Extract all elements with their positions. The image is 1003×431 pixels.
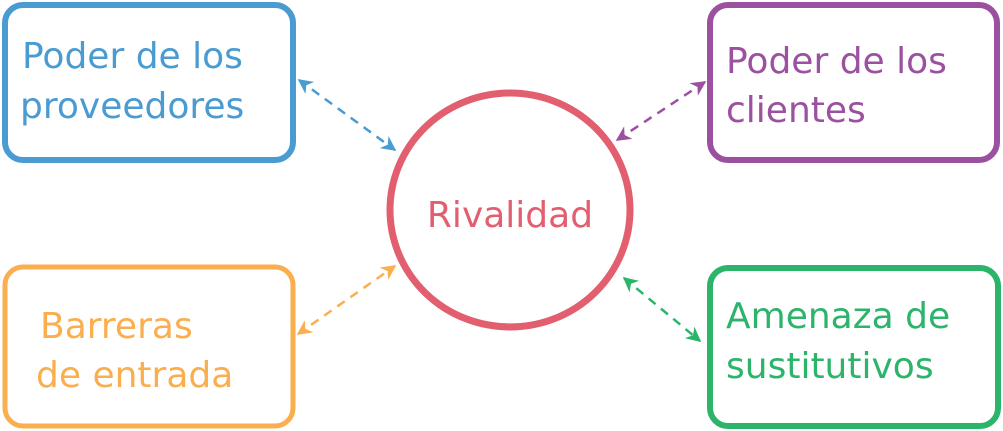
arrow-substitutes-rivalry [622,277,702,342]
customers-label: Poder de los clientes [726,41,958,131]
suppliers-label: Poder de los proveedores [20,36,254,127]
arrow-customers-rivalry [615,80,707,142]
arrow-suppliers-rivalry [297,78,397,152]
node-suppliers: Poder de los proveedores [2,2,296,163]
suppliers-box [2,2,296,163]
node-customers: Poder de los clientes [707,2,1000,163]
barriers-box [2,264,296,429]
node-barriers: Barreras de entrada [2,264,296,429]
substitutes-box [707,265,1001,429]
substitutes-label: Amenaza de sustitutivos [726,296,962,387]
node-rivalry: Rivalidad [386,89,634,331]
customers-box [707,2,1000,163]
rivalry-label: Rivalidad [427,195,593,236]
barriers-label: Barreras de entrada [36,306,233,396]
arrow-barriers-rivalry [296,264,397,336]
node-substitutes: Amenaza de sustitutivos [707,265,1001,429]
